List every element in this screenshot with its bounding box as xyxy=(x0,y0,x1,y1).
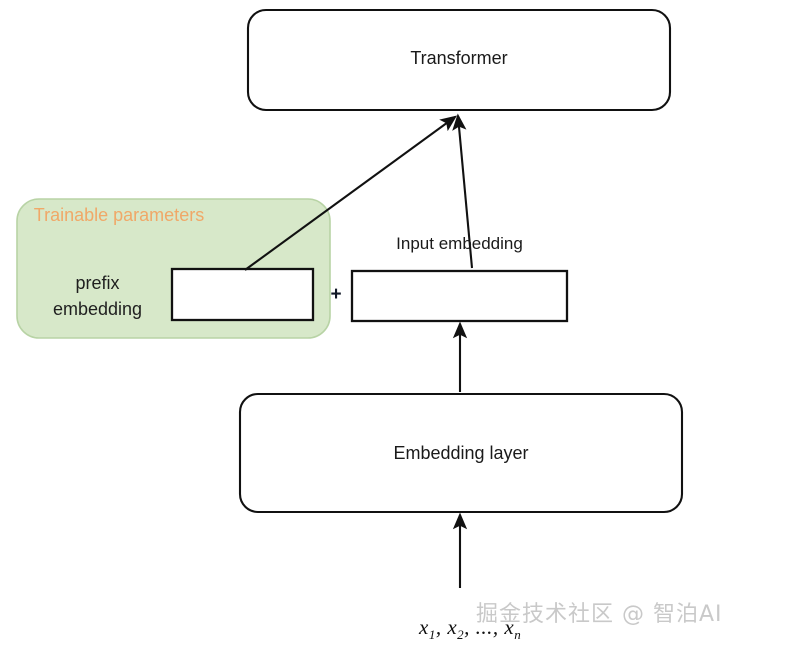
watermark-text: 掘金技术社区 @ 智泊AI xyxy=(476,602,723,627)
embedding-layer-block xyxy=(238,392,684,514)
token-x2-sub: 2 xyxy=(457,627,465,643)
transformer-block xyxy=(246,8,672,112)
token-xn-base: x xyxy=(504,615,515,639)
token-x2-base: x xyxy=(447,615,458,639)
token-xn-sub: n xyxy=(514,627,522,643)
prefix-embedding-box xyxy=(170,267,315,322)
plus-operator: + xyxy=(330,284,342,305)
token-sep-2: , ..., xyxy=(464,615,505,639)
embedding-layer-block-label: Embedding layer xyxy=(393,443,529,463)
token-x1-base: x xyxy=(419,615,429,639)
input-embedding-box xyxy=(350,269,569,323)
input-tokens-formula: x1, x2, ..., xn xyxy=(396,590,521,649)
arrow-input-embedding-to-transformer xyxy=(452,113,474,269)
token-x1-sub: 1 xyxy=(428,627,436,643)
token-sep-1: , xyxy=(435,615,448,639)
prefix-embedding-label: prefix embedding xyxy=(52,273,143,320)
input-embedding-label: Input embedding xyxy=(396,234,523,253)
transformer-block-label: Transformer xyxy=(410,48,508,68)
arrow-prefix-embedding-to-transformer xyxy=(244,115,458,271)
trainable-parameters-label: Trainable parameters xyxy=(33,205,205,225)
